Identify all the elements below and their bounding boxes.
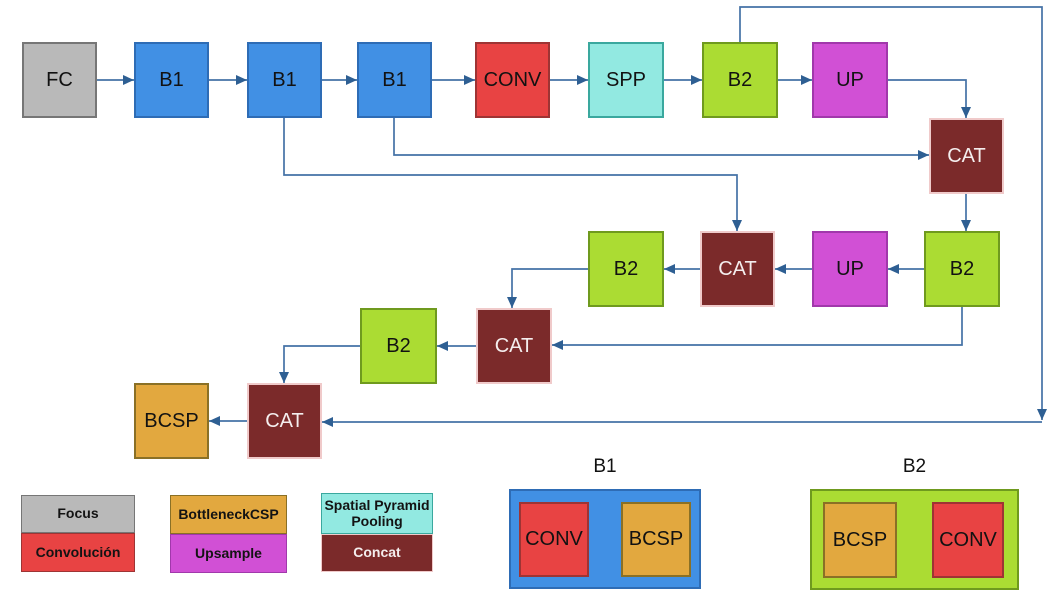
connector-b1b-cat2 [283, 118, 742, 231]
legend-spatial-pyramid-pooling: Spatial Pyramid Pooling [321, 493, 433, 534]
definition-b1-conv: CONV [519, 502, 589, 577]
node-b1-1: B1 [134, 42, 209, 118]
definition-b2-bcsp: BCSP [823, 502, 897, 578]
node-b2-4: B2 [360, 308, 437, 384]
connector-b2d-cat4 [279, 345, 360, 383]
definition-b2-label: B2 [902, 456, 927, 477]
node-b1-2: B1 [247, 42, 322, 118]
node-cat-3: CAT [476, 308, 552, 384]
legend-convolucion: Convolución [21, 533, 135, 572]
legend-upsample: Upsample [170, 534, 287, 573]
connector-b1c-cat1 [393, 118, 929, 160]
node-cat-4: CAT [247, 383, 322, 459]
node-b2-3: B2 [924, 231, 1000, 307]
node-cat-2: CAT [700, 231, 775, 307]
node-fc: FC [22, 42, 97, 118]
node-spp: SPP [588, 42, 664, 118]
legend-concat: Concat [321, 534, 433, 572]
legend-focus: Focus [21, 495, 135, 533]
definition-b2-conv: CONV [932, 502, 1004, 578]
node-cat-1: CAT [929, 118, 1004, 194]
connector-b2b-cat3 [507, 268, 588, 308]
connector-up-cat1 [888, 79, 971, 118]
legend-bottleneckcsp: BottleneckCSP [170, 495, 287, 534]
connector-b2a-skip-down [739, 6, 1047, 420]
definition-b1-bcsp: BCSP [621, 502, 691, 577]
connector-b2c-cat3 [552, 307, 963, 350]
definition-b1-label: B1 [593, 456, 617, 477]
node-bcsp: BCSP [134, 383, 209, 459]
node-conv: CONV [475, 42, 550, 118]
node-up-2: UP [812, 231, 888, 307]
node-b2-2: B2 [588, 231, 664, 307]
node-b1-3: B1 [357, 42, 432, 118]
node-b2-1: B2 [702, 42, 778, 118]
node-up-1: UP [812, 42, 888, 118]
